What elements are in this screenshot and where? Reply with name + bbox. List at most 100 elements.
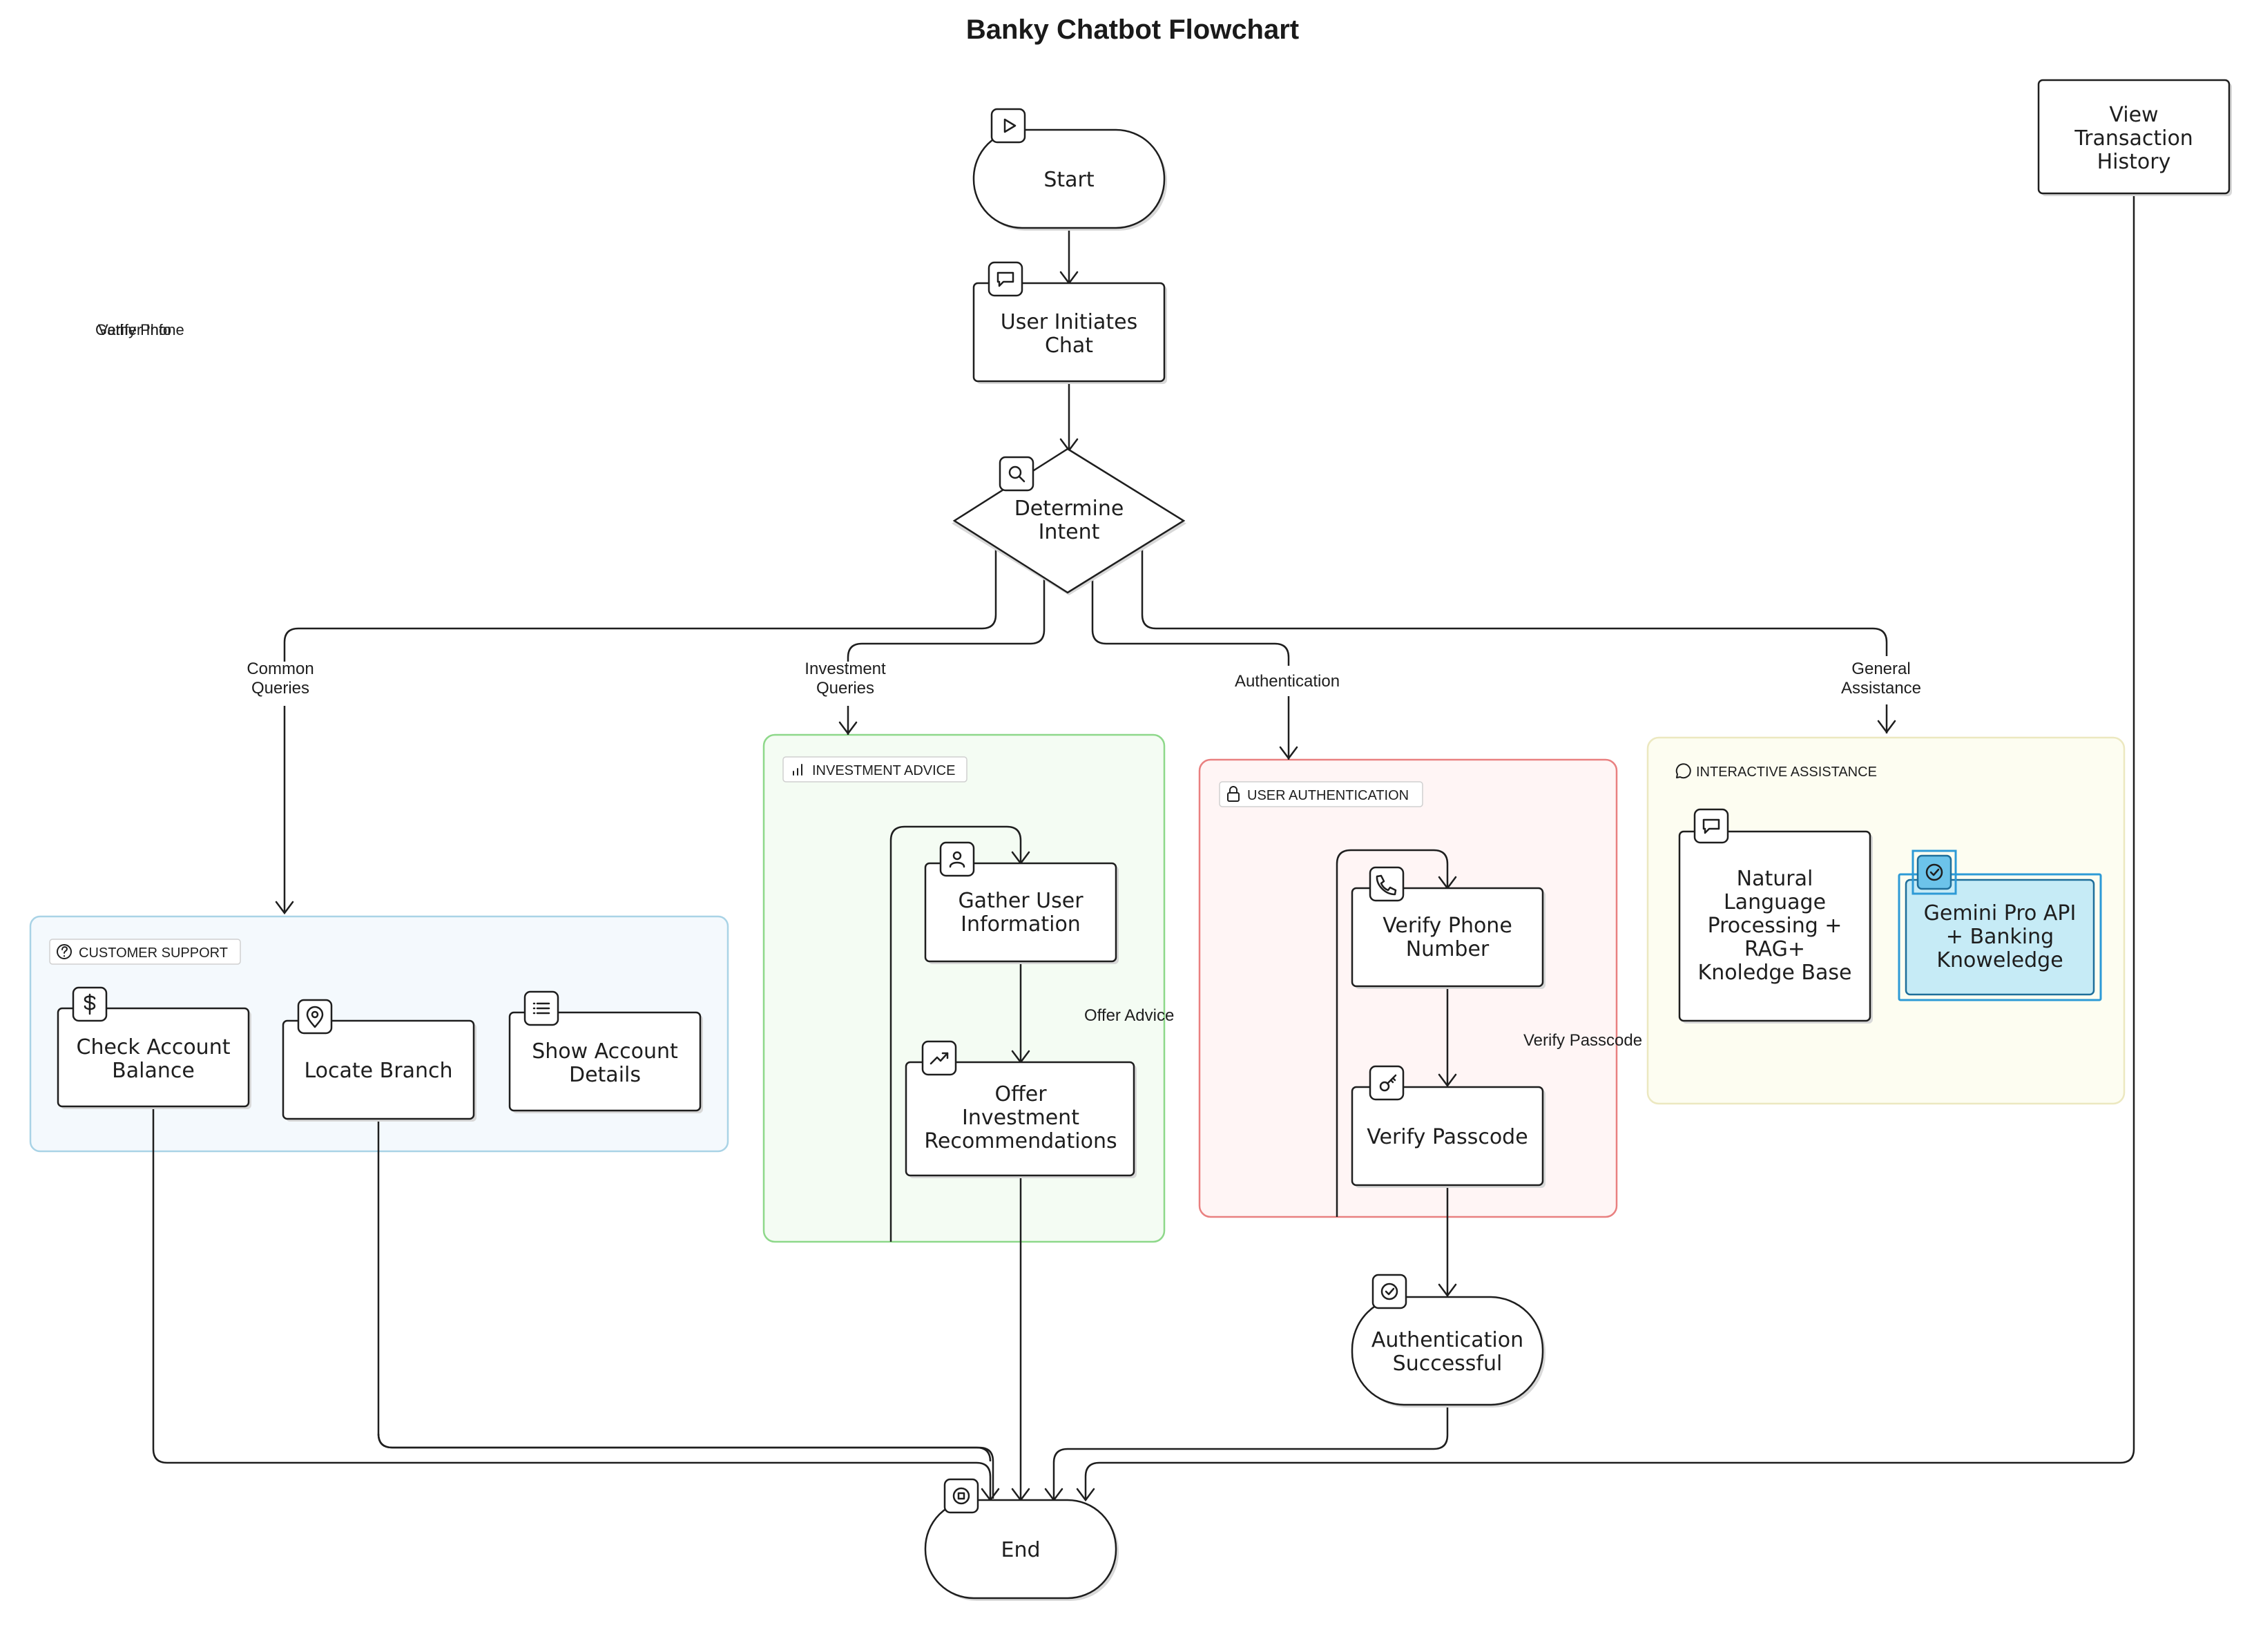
node-shape: [282, 1019, 475, 1120]
node-nlp-line-5: Knoledge Base: [1698, 961, 1852, 985]
arrowhead: [1279, 746, 1298, 760]
node-shape: [924, 1499, 1117, 1600]
node-locate-branch[interactable]: Locate Branch: [282, 999, 476, 1122]
edge-history-to-end: [1084, 195, 2135, 1499]
node-icon-box: [1369, 866, 1405, 902]
edge-label-investment-queries-2: Queries: [816, 679, 874, 698]
node-shape: [924, 862, 1117, 963]
node-shape: [972, 128, 1166, 229]
node-nlp-line-2: Language: [1724, 890, 1826, 914]
edge-intent-to-assistance: [1141, 550, 1888, 733]
node-gather-user-information-line-1: Gather User: [958, 889, 1084, 913]
arrowhead: [1438, 1283, 1457, 1298]
node-offer-investment-recommendations[interactable]: Offer Investment Recommendations: [905, 1040, 1137, 1178]
edge-label-common-queries-1: Common: [247, 660, 314, 678]
node-icon-box: [988, 261, 1023, 297]
node-shape: [2037, 79, 2231, 195]
node-shape: [1351, 1086, 1544, 1187]
arrowhead: [838, 721, 858, 736]
edge-label-investment-queries-1: Investment: [805, 660, 886, 678]
edge-label-authentication: Authentication: [1235, 672, 1340, 691]
node-show-account-details-line-2: Details: [569, 1063, 641, 1087]
node-view-transaction-history-line-1: View: [2109, 103, 2158, 127]
node-gemini-line-1: Gemini Pro API: [1924, 901, 2077, 925]
edge-label-general-assistance-1: General: [1851, 660, 1910, 678]
group-user-authentication-label: USER AUTHENTICATION: [1247, 788, 1409, 803]
stray-label-verify-phone: Verify Phone: [98, 321, 184, 338]
diagram-title: Banky Chatbot Flowchart: [966, 15, 1299, 45]
arrowhead: [275, 901, 294, 915]
edge-investment-loop: [889, 825, 1022, 1242]
node-offer-investment-line-1: Offer: [994, 1082, 1047, 1106]
edge-label-offer-advice: Offer Advice: [1084, 1006, 1174, 1025]
node-authentication-successful[interactable]: Authentication Successful: [1351, 1274, 1545, 1408]
node-check-account-balance-line-1: Check Account: [77, 1035, 231, 1059]
node-nlp-line-1: Natural: [1737, 867, 1813, 891]
edge-label-verify-passcode: Verify Passcode: [1523, 1031, 1642, 1050]
node-nlp-line-4: RAG+: [1744, 937, 1805, 961]
node-end[interactable]: End: [924, 1478, 1119, 1601]
arrowhead: [1438, 1073, 1457, 1088]
nodes: Start User Initiates Chat Determine Inte…: [57, 79, 2232, 1601]
node-authentication-successful-line-1: Authentication: [1371, 1328, 1523, 1352]
node-shape: [1351, 887, 1544, 988]
edges: [152, 195, 2135, 1502]
node-user-initiates-chat[interactable]: User Initiates Chat: [972, 261, 1167, 384]
node-start[interactable]: Start: [972, 108, 1167, 231]
edge-labels: Common Queries Investment Queries Authen…: [247, 660, 1921, 1050]
node-user-initiates-chat-line-1: User Initiates: [1001, 310, 1137, 334]
group-interactive-assistance-label: INTERACTIVE ASSISTANCE: [1696, 765, 1877, 780]
node-gather-user-information-line-2: Information: [961, 912, 1081, 937]
node-gemini-line-3: Knoweledge: [1936, 948, 2063, 972]
edge-label-common-queries-2: Queries: [251, 679, 309, 698]
node-shape: [508, 1011, 702, 1112]
node-icon-box: [999, 456, 1034, 492]
arrowhead: [1076, 1488, 1095, 1502]
node-view-transaction-history-line-3: History: [2097, 150, 2171, 174]
group-investment-advice-label: INVESTMENT ADVICE: [812, 763, 955, 778]
group-user-authentication-chip: [1219, 781, 1423, 807]
edge-intent-to-customer-support: [283, 550, 997, 912]
selection-outline: [1898, 873, 2102, 1001]
edge-label-general-assistance-2: Assistance: [1841, 679, 1921, 698]
group-investment-advice-chip: [782, 756, 967, 782]
node-view-transaction-history-line-2: Transaction: [2074, 126, 2193, 151]
edge-intent-to-investment: [847, 576, 1046, 735]
edge-auth-loop: [1336, 849, 1449, 1217]
node-icon-box: [990, 108, 1026, 144]
group-customer-support-label: CUSTOMER SUPPORT: [79, 945, 228, 961]
node-determine-intent[interactable]: Determine Intent: [952, 448, 1186, 595]
node-determine-intent-line-1: Determine: [1014, 497, 1124, 521]
node-verify-passcode[interactable]: Verify Passcode: [1351, 1065, 1545, 1188]
node-gemini-pro-api[interactable]: Gemini Pro API + Banking Knoweledge: [1898, 849, 2102, 1001]
node-shape: [1351, 1296, 1544, 1406]
node-shape: [905, 1061, 1135, 1177]
edge-balance-to-end: [152, 1109, 992, 1499]
node-authentication-successful-line-2: Successful: [1393, 1352, 1503, 1376]
edge-success-to-end: [1052, 1405, 1449, 1499]
node-check-account-balance-line-2: Balance: [112, 1059, 195, 1083]
node-determine-intent-line-2: Intent: [1039, 520, 1100, 544]
node-show-account-details[interactable]: Show Account Details: [508, 990, 703, 1113]
node-verify-passcode-label: Verify Passcode: [1367, 1125, 1528, 1149]
node-view-transaction-history[interactable]: View Transaction History: [2037, 79, 2232, 196]
node-gather-user-information[interactable]: Gather User Information: [924, 841, 1119, 964]
node-shape: [972, 282, 1166, 383]
node-natural-language-processing[interactable]: Natural Language Processing + RAG+ Knole…: [1678, 808, 1873, 1024]
node-show-account-details-line-1: Show Account: [532, 1039, 678, 1064]
stray-label-gather-info: Gather Info: [95, 321, 171, 338]
node-shape: [1905, 878, 2095, 996]
stray-labels: Gather Info Verify Phone: [95, 321, 184, 338]
node-offer-investment-line-2: Investment: [962, 1106, 1079, 1130]
node-verify-phone-number[interactable]: Verify Phone Number: [1351, 866, 1545, 989]
node-check-account-balance[interactable]: Check Account Balance: [57, 986, 251, 1109]
node-icon-box: [1916, 854, 1952, 890]
node-verify-phone-line-2: Number: [1406, 937, 1490, 961]
node-nlp-line-3: Processing +: [1708, 914, 1842, 938]
node-user-initiates-chat-line-2: Chat: [1045, 334, 1093, 358]
node-icon-box: [943, 1478, 979, 1514]
icon-selection-outline: [1911, 849, 1957, 895]
node-icon-box: [1693, 808, 1729, 844]
node-locate-branch-label: Locate Branch: [305, 1059, 453, 1083]
